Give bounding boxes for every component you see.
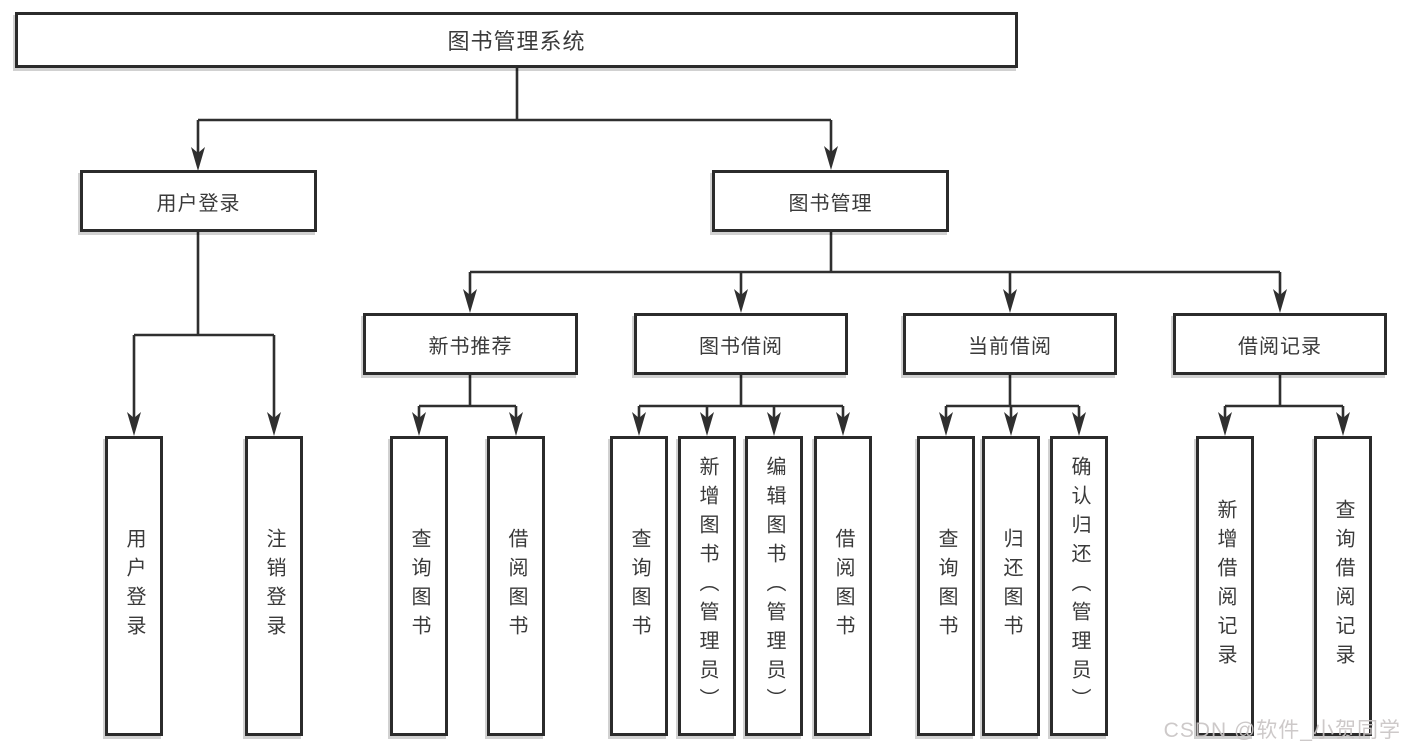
arrowhead [191, 147, 205, 171]
leaf-return-books: 归还图书 [982, 436, 1040, 736]
node-borrow-records: 借阅记录 [1173, 313, 1387, 375]
leaf-query-borrow-record: 查询借阅记录 [1314, 436, 1372, 736]
leaf-rec-borrow-books: 借阅图书 [487, 436, 545, 736]
leaf-rec-query-books: 查询图书 [390, 436, 448, 736]
node-label: 编辑图书（管理员） [763, 455, 785, 717]
edge-root-to-level2 [191, 68, 838, 171]
arrowhead [267, 412, 281, 436]
node-label: 新增图书（管理员） [696, 455, 718, 717]
arrowhead [1336, 412, 1350, 436]
arrowhead [1273, 289, 1287, 313]
arrowhead [767, 412, 781, 436]
edge-user-login-to-leaves [127, 232, 281, 436]
leaf-add-books-admin: 新增图书（管理员） [678, 436, 736, 736]
node-label: 查询图书 [408, 528, 430, 644]
arrowhead [734, 289, 748, 313]
arrowhead [1218, 412, 1232, 436]
node-label: 图书借阅 [699, 335, 783, 358]
node-label: 确认归还（管理员） [1068, 455, 1090, 717]
node-label: 借阅记录 [1238, 335, 1322, 358]
node-label: 注销登录 [263, 528, 285, 644]
node-book-borrow: 图书借阅 [634, 313, 848, 375]
node-label: 查询借阅记录 [1332, 499, 1354, 673]
node-label: 图书管理系统 [447, 29, 586, 54]
arrowhead [412, 412, 426, 436]
edge-current-borrow-to-leaves [939, 375, 1086, 436]
arrowhead [1072, 412, 1086, 436]
arrowhead [700, 412, 714, 436]
arrowhead [836, 412, 850, 436]
node-new-book-rec: 新书推荐 [363, 313, 578, 375]
leaf-user-login: 用户登录 [105, 436, 163, 736]
node-label: 查询图书 [935, 528, 957, 644]
leaf-edit-books-admin: 编辑图书（管理员） [745, 436, 803, 736]
arrowhead [824, 146, 838, 170]
node-current-borrow: 当前借阅 [903, 313, 1117, 375]
arrowhead [1004, 412, 1018, 436]
leaf-borrow-books: 借阅图书 [814, 436, 872, 736]
node-label: 当前借阅 [968, 335, 1052, 358]
node-label: 图书管理 [788, 192, 873, 215]
arrowhead [127, 412, 141, 436]
node-label: 查询图书 [628, 528, 650, 644]
arrowhead [463, 289, 477, 313]
csdn-watermark: CSDN @软件_小贺同学 [1163, 719, 1401, 742]
node-label: 用户登录 [156, 192, 241, 215]
node-root-system: 图书管理系统 [15, 12, 1018, 68]
arrowhead [509, 412, 523, 436]
node-label: 新书推荐 [428, 335, 513, 358]
node-label: 用户登录 [123, 528, 145, 644]
arrowhead [632, 412, 646, 436]
node-user-login-group: 用户登录 [80, 170, 317, 232]
leaf-confirm-return-admin: 确认归还（管理员） [1050, 436, 1108, 736]
leaf-borrow-query-books: 查询图书 [610, 436, 668, 736]
node-book-mgmt-group: 图书管理 [712, 170, 949, 232]
leaf-current-query-books: 查询图书 [917, 436, 975, 736]
edge-book-mgmt-to-level3 [463, 232, 1287, 313]
edge-new-book-rec-to-leaves [412, 375, 523, 436]
leaf-add-borrow-record: 新增借阅记录 [1196, 436, 1254, 736]
edge-borrow-records-to-leaves [1218, 375, 1350, 436]
node-label: 借阅图书 [505, 528, 527, 644]
leaf-logout: 注销登录 [245, 436, 303, 736]
arrowhead [939, 412, 953, 436]
node-label: 新增借阅记录 [1214, 499, 1236, 673]
edge-book-borrow-to-leaves [632, 375, 850, 436]
arrowhead [1003, 289, 1017, 313]
node-label: 归还图书 [1000, 528, 1022, 644]
node-label: 借阅图书 [832, 528, 854, 644]
